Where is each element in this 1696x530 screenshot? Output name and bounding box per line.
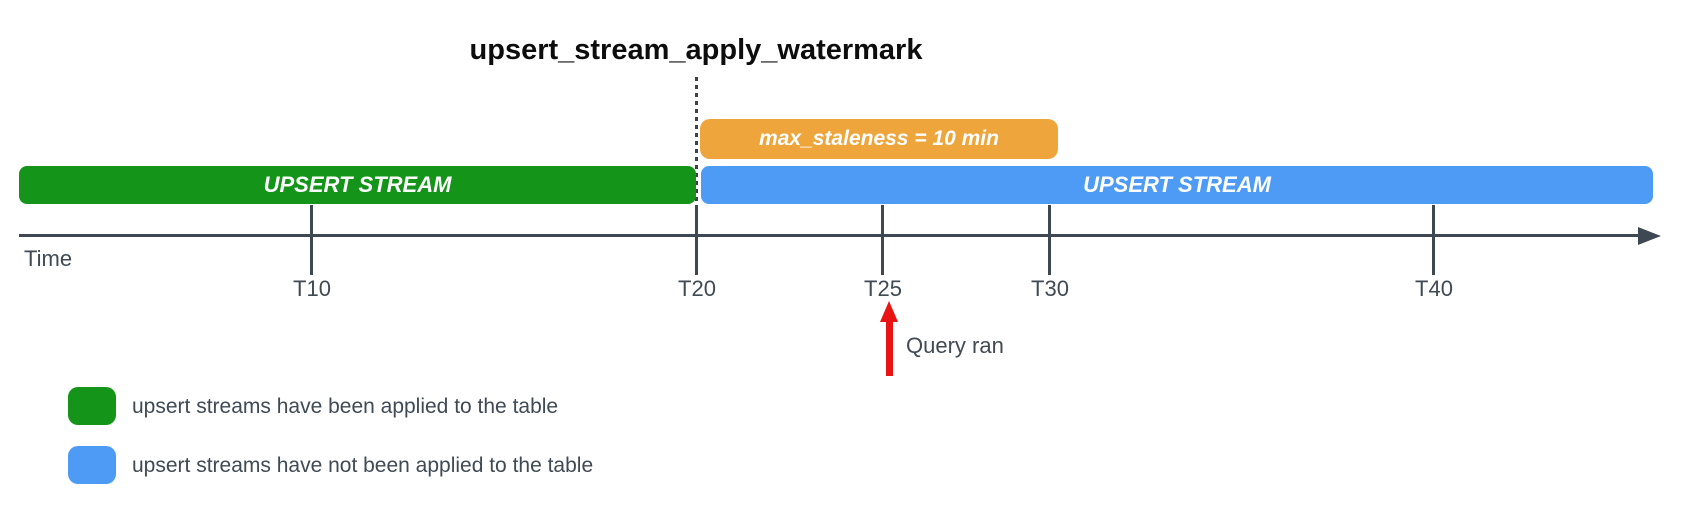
pending-upsert-stream-label: UPSERT STREAM [1083,172,1271,197]
time-axis-label: Time [24,246,73,271]
diagram-title: upsert_stream_apply_watermark [469,34,923,66]
max-staleness-bar: max_staleness = 10 min [700,119,1058,159]
query-ran-arrow-icon [880,301,898,322]
legend-swatch-applied [68,387,116,425]
watermark-dotted-line [695,77,698,205]
tick-label-t40: T40 [1415,276,1453,301]
tick-t25 [881,205,884,275]
tick-t20 [695,205,698,275]
tick-t40 [1432,205,1435,275]
tick-label-t25: T25 [864,276,902,301]
applied-upsert-stream-bar: UPSERT STREAM [19,166,696,204]
pending-upsert-stream-bar: UPSERT STREAM [701,166,1653,204]
max-staleness-label: max_staleness = 10 min [759,127,999,150]
query-ran-label: Query ran [906,333,1004,358]
tick-label-t10: T10 [293,276,331,301]
tick-t10 [310,205,313,275]
query-ran-arrow-shaft [886,320,893,376]
legend-label-applied: upsert streams have been applied to the … [132,395,559,418]
tick-label-t20: T20 [678,276,716,301]
tick-label-t30: T30 [1031,276,1069,301]
applied-upsert-stream-label: UPSERT STREAM [263,172,452,197]
legend-swatch-not-applied [68,446,116,484]
time-axis-arrowhead-icon [1638,227,1661,245]
legend-label-not-applied: upsert streams have not been applied to … [132,454,594,477]
tick-t30 [1048,205,1051,275]
time-axis-line [19,234,1641,237]
